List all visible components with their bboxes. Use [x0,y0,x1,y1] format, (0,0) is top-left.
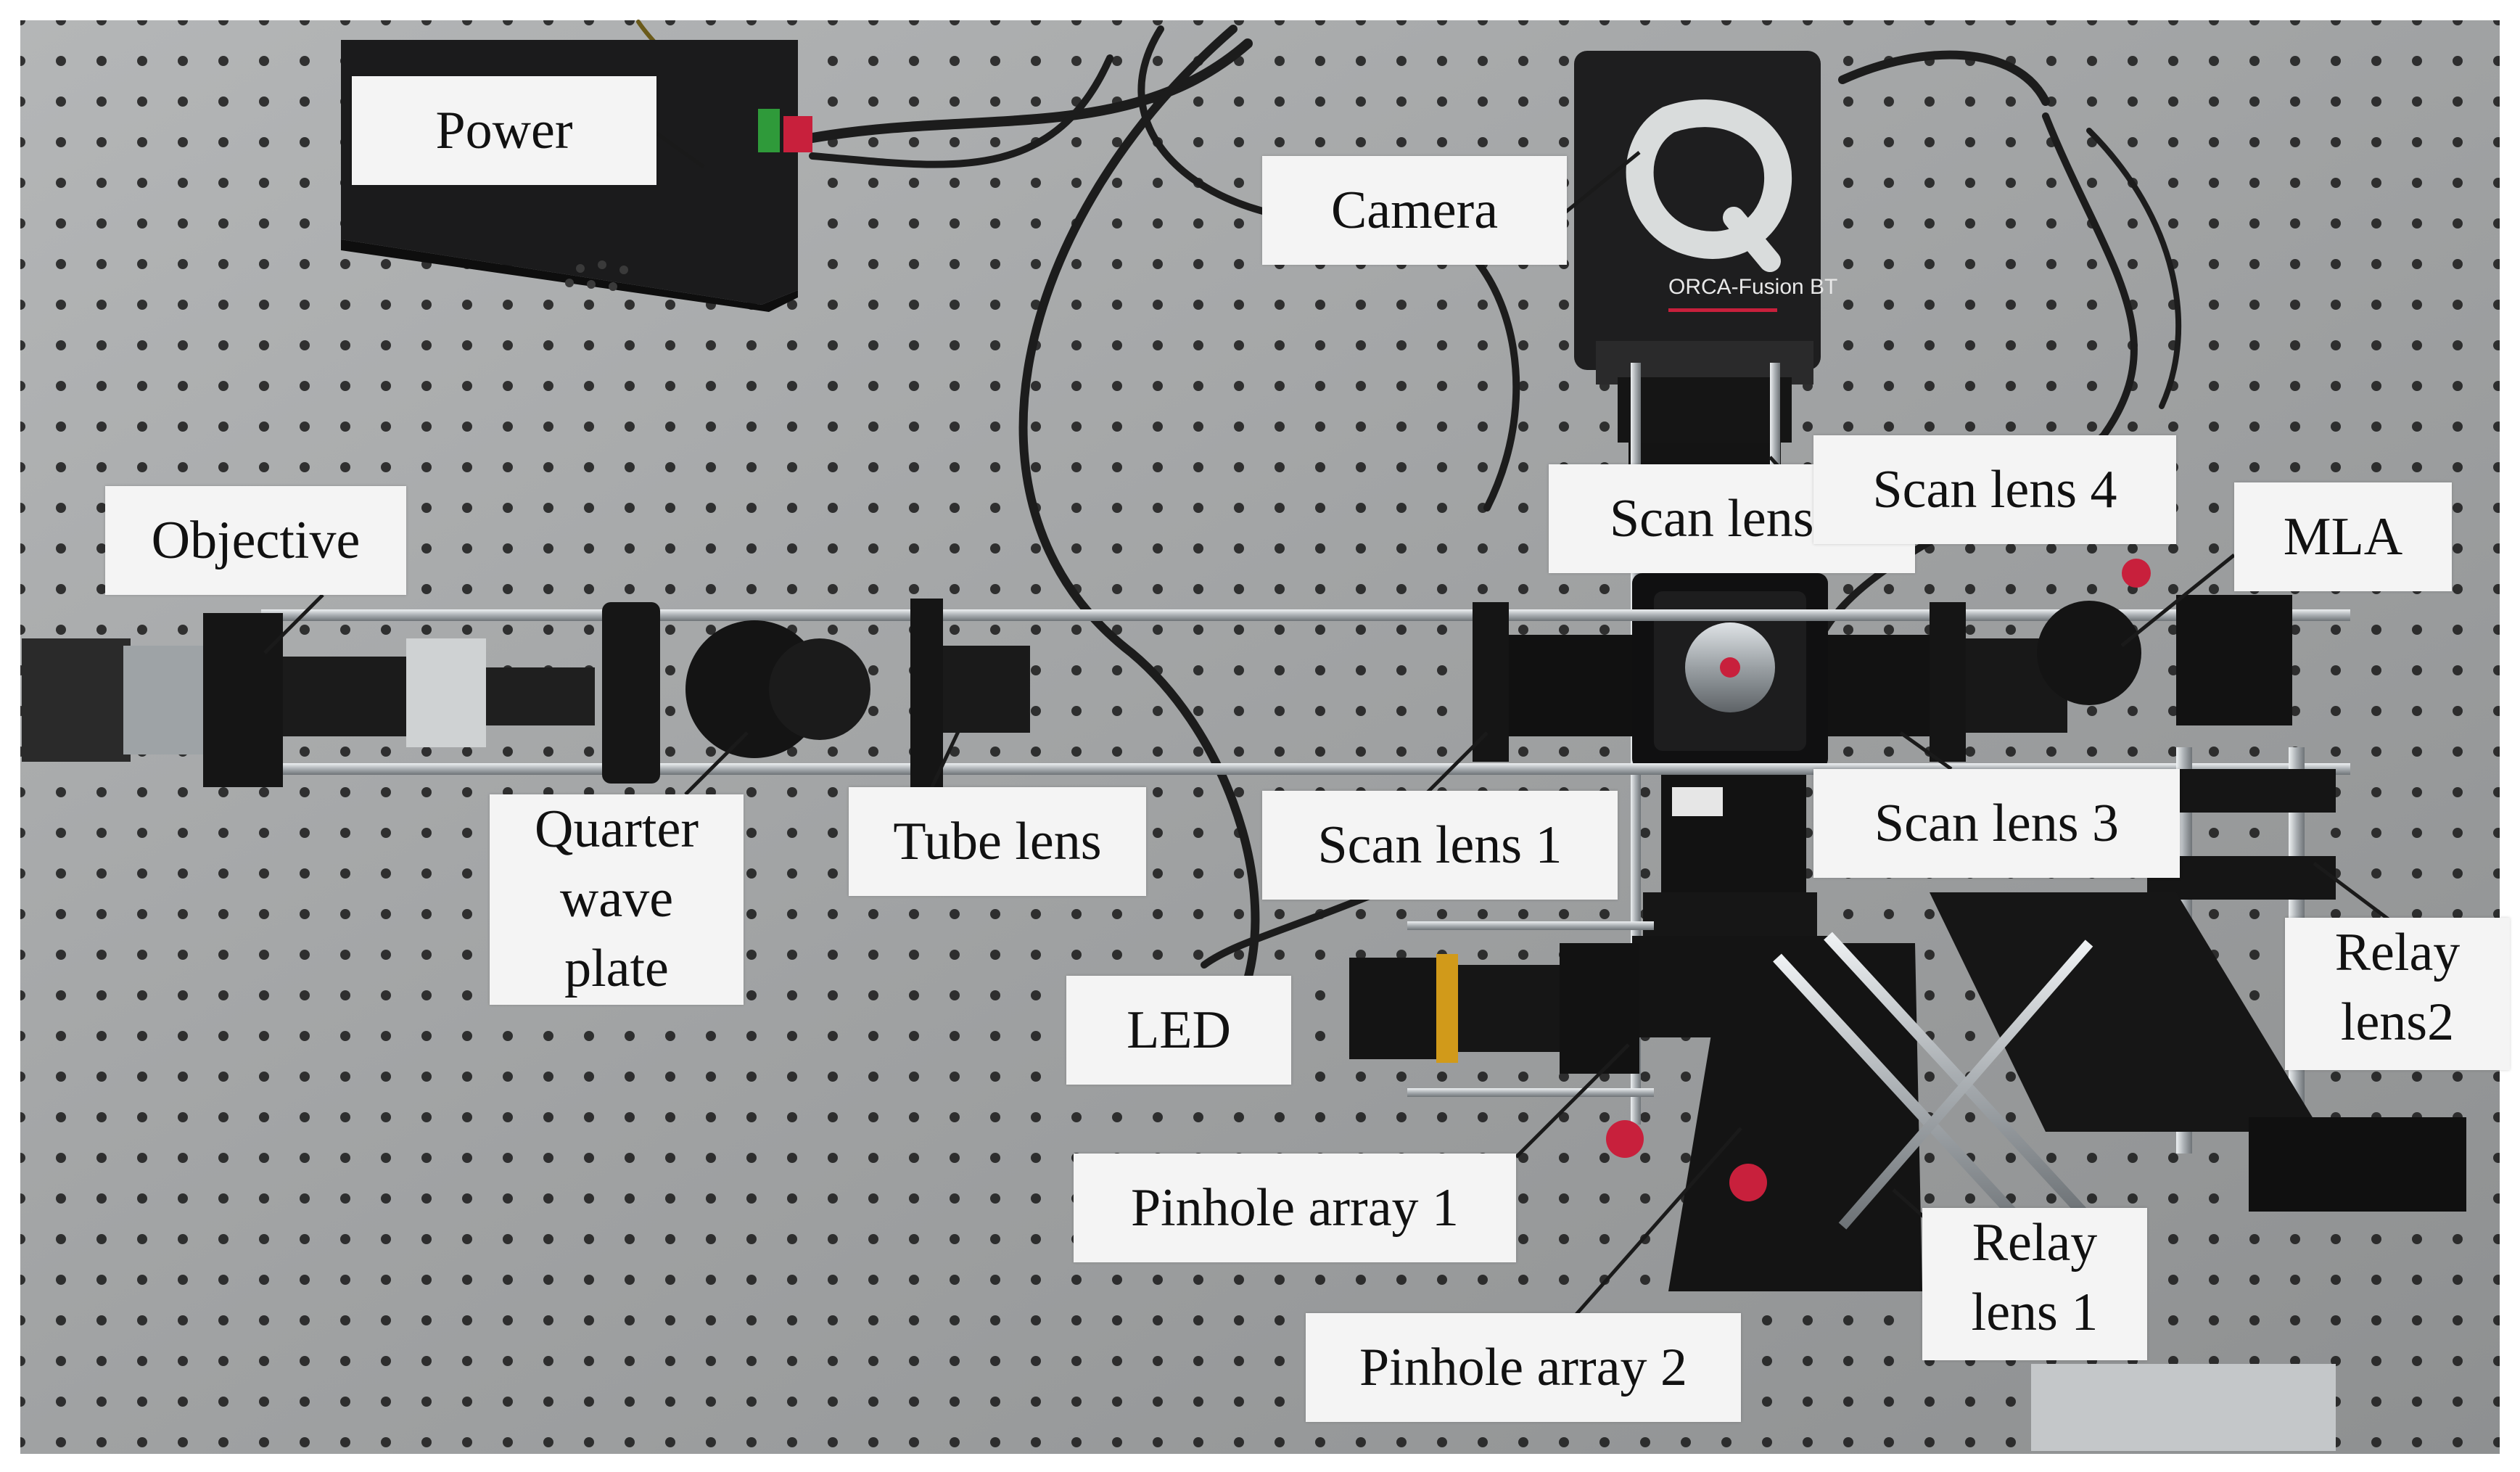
label-quarter-wave-plate-line-1: Quarter [535,799,699,859]
relay-assembly [1606,747,2466,1291]
label-relay-lens2-line-2: lens2 [2340,992,2455,1052]
label-mla: MLA [2234,482,2452,591]
label-relay-lens-1-line-2: lens 1 [1971,1283,2099,1342]
label-scan-lens-4: Scan lens 4 [1813,435,2176,544]
label-relay-lens-1: Relay lens 1 [1922,1208,2147,1360]
label-relay-lens2: Relay lens2 [2285,918,2510,1070]
camera-brand-text: ORCA-Fusion BT [1668,275,1837,299]
label-objective: Objective [105,486,406,595]
cabinet-corner [2031,1364,2336,1451]
label-quarter-wave-plate: Quarter wave plate [490,794,744,1005]
label-quarter-wave-plate-line-2: wave [559,869,674,929]
label-scan-lens-3: Scan lens 3 [1813,769,2180,878]
label-led: LED [1066,976,1291,1085]
label-scan-lens-1: Scan lens 1 [1262,791,1618,900]
horizontal-rail [22,559,2350,794]
label-relay-lens2-line-1: Relay [2334,923,2461,982]
label-camera: Camera [1262,156,1567,265]
camera-body: ORCA-Fusion BT [1574,51,1837,385]
label-relay-lens-1-line-1: Relay [1972,1213,2098,1272]
label-power: Power [352,76,656,185]
label-tube-lens: Tube lens [849,787,1146,896]
label-pinhole-array-2: Pinhole array 2 [1306,1313,1741,1422]
label-quarter-wave-plate-line-3: plate [564,939,669,998]
cables [636,20,2182,984]
label-pinhole-array-1: Pinhole array 1 [1074,1154,1516,1262]
led-branch [1349,921,1654,1097]
